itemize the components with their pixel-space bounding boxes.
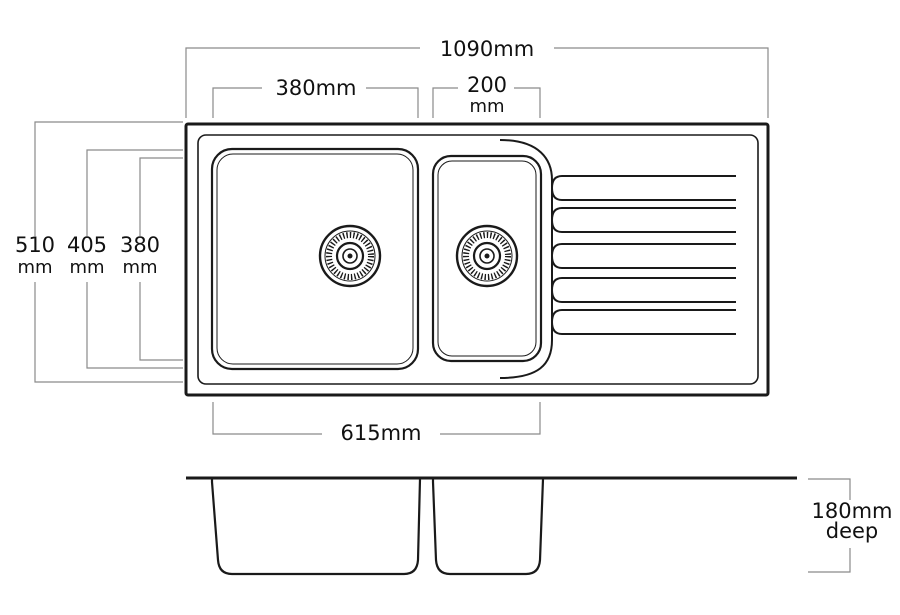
drainer-groove bbox=[550, 309, 736, 335]
drainer-groove bbox=[550, 277, 736, 303]
drainer-grooves bbox=[550, 175, 736, 335]
main-bowl-width-dimension: 380mm bbox=[212, 76, 419, 118]
overall-length-label: 1090mm bbox=[440, 37, 534, 61]
sink-inner-rim bbox=[197, 134, 759, 385]
overall-depth-line-top bbox=[34, 121, 183, 236]
sink-side-profile bbox=[186, 476, 797, 576]
sink-outer-rim bbox=[184, 122, 770, 397]
bowls-span-line-right bbox=[440, 402, 541, 435]
bowls-span-dimension: 615mm bbox=[212, 402, 541, 445]
small-bowl-profile bbox=[431, 478, 545, 576]
bowl-depth-value: 180mm bbox=[812, 499, 893, 523]
small-bowl-length-line-bottom bbox=[139, 282, 183, 361]
overall-depth-line-bottom bbox=[34, 282, 183, 383]
overall-depth-unit: mm bbox=[17, 257, 52, 278]
bowls-span-line-left bbox=[212, 402, 322, 435]
small-bowl-width-line-right bbox=[514, 87, 541, 118]
bowl-depth-dimension: 180mm deep bbox=[808, 478, 893, 573]
small-bowl-length-unit: mm bbox=[122, 257, 157, 278]
small-bowl-width-unit: mm bbox=[469, 96, 504, 117]
sink-top-view bbox=[184, 122, 770, 397]
main-bowl-length-dimension: 405 mm bbox=[67, 149, 183, 369]
main-bowl-waste bbox=[318, 224, 382, 288]
main-bowl bbox=[210, 147, 420, 371]
main-bowl-width-line-right bbox=[366, 87, 419, 118]
drainer-edge bbox=[499, 139, 553, 379]
small-bowl-waste bbox=[455, 224, 519, 288]
small-bowl-length-line-top bbox=[139, 157, 183, 236]
bowl-depth-line-top bbox=[808, 478, 851, 500]
drainer-groove bbox=[550, 207, 736, 233]
overall-length-line-left bbox=[185, 47, 420, 118]
main-bowl-inner-edge bbox=[216, 153, 414, 365]
small-bowl-inner-edge bbox=[437, 160, 537, 357]
main-bowl-width-line-left bbox=[212, 87, 262, 118]
bowls-span-label: 615mm bbox=[341, 421, 422, 445]
small-bowl-length-value: 380 bbox=[120, 233, 160, 257]
overall-depth-dimension: 510 mm bbox=[15, 121, 183, 383]
small-bowl-width-line-left bbox=[432, 87, 458, 118]
overall-length-dimension: 1090mm bbox=[185, 37, 769, 118]
main-bowl-length-line-top bbox=[86, 149, 183, 236]
overall-depth-value: 510 bbox=[15, 233, 55, 257]
main-bowl-length-line-bottom bbox=[86, 282, 183, 369]
main-bowl-length-value: 405 bbox=[67, 233, 107, 257]
drainer-groove bbox=[550, 175, 736, 201]
small-bowl-width-value: 200 bbox=[467, 73, 507, 97]
main-bowl-length-unit: mm bbox=[69, 257, 104, 278]
main-bowl-width-label: 380mm bbox=[276, 76, 357, 100]
small-bowl-length-dimension: 380 mm bbox=[120, 157, 183, 361]
drainer-groove bbox=[550, 243, 736, 269]
small-bowl bbox=[431, 154, 543, 363]
small-bowl-width-dimension: 200 mm bbox=[432, 73, 541, 118]
bowl-depth-line-bottom bbox=[808, 548, 851, 573]
main-bowl-profile bbox=[210, 478, 422, 576]
bowl-depth-note: deep bbox=[826, 519, 879, 543]
overall-length-line-right bbox=[554, 47, 769, 118]
